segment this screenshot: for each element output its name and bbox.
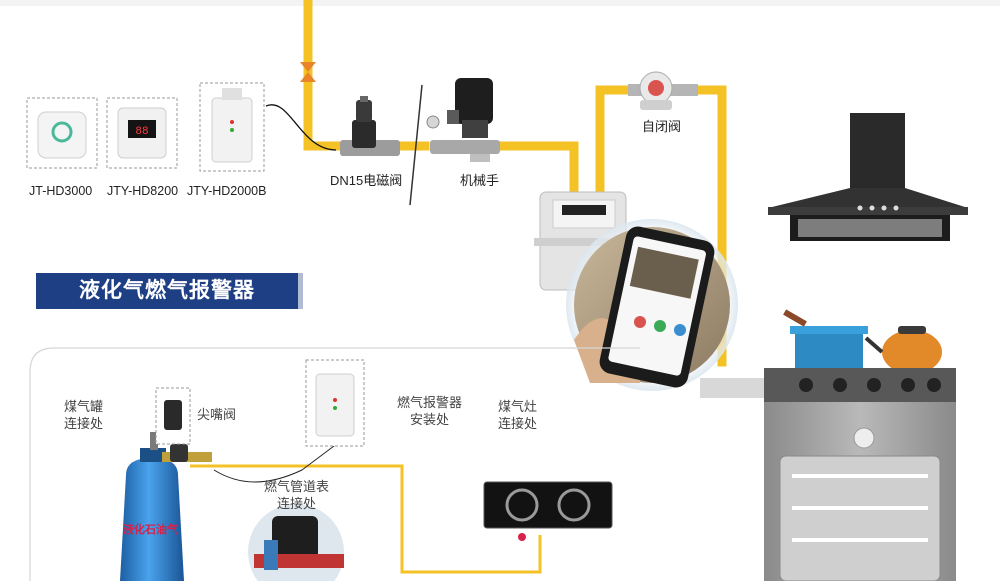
bottom-frame xyxy=(29,347,640,581)
label-pipe-meter: 燃气管道表 连接处 xyxy=(264,478,329,512)
cylinder-label: 液化石油气 xyxy=(123,522,178,536)
solenoid-valve-icon xyxy=(340,96,400,156)
mobile-app-illustration xyxy=(566,219,738,391)
label-alarm-install: 燃气报警器 安装处 xyxy=(397,394,462,428)
detector-jty-hd2000b xyxy=(199,82,265,172)
label-tank-connection-line1: 煤气罐 xyxy=(64,399,104,414)
label-auto-close-valve: 自闭阀 xyxy=(642,119,682,134)
device-label-jt-hd3000: JT-HD3000 xyxy=(29,184,93,198)
device-label-jty-hd8200: JTY-HD8200 xyxy=(107,184,179,198)
valve-closeup-icon xyxy=(248,504,344,581)
detector-jty-hd8200 xyxy=(106,97,178,169)
label-manipulator: 机械手 xyxy=(460,173,500,188)
label-solenoid-valve: DN15电磁阀 xyxy=(330,173,403,188)
label-tank-connection: 煤气罐 连接处 xyxy=(64,398,103,432)
top-strip xyxy=(0,0,1000,6)
detector-display: 88 xyxy=(135,126,148,138)
inline-valve-icon xyxy=(300,62,316,72)
auto-close-valve-icon xyxy=(628,71,698,110)
signal-wire xyxy=(265,104,337,151)
gas-pipeline-bottom xyxy=(190,439,542,574)
label-stove-connection-line1: 煤气灶 xyxy=(498,399,538,414)
banner-accent xyxy=(298,273,303,309)
alarm-device-icon xyxy=(305,359,365,447)
manipulator-icon xyxy=(426,78,500,162)
label-pipe-meter-line1: 燃气管道表 xyxy=(264,479,330,494)
cooking-pot-icon xyxy=(783,309,868,370)
range-hood-icon xyxy=(768,113,968,241)
detector-jt-hd3000 xyxy=(26,97,98,169)
gas-stove-oven-icon xyxy=(700,368,956,581)
nozzle-valve-icon xyxy=(155,387,191,445)
section-title-banner: 液化气燃气报警器 xyxy=(36,273,298,309)
gas-cylinder-icon xyxy=(120,432,212,581)
label-tank-connection-line2: 连接处 xyxy=(64,416,104,431)
cooktop-icon xyxy=(483,481,613,541)
label-stove-connection-line2: 连接处 xyxy=(498,416,538,431)
device-label-jty-hd2000b: JTY-HD2000B xyxy=(187,184,267,198)
label-nozzle-valve-text: 尖嘴阀 xyxy=(197,407,237,422)
label-alarm-install-line2: 安装处 xyxy=(410,412,450,427)
kettle-icon xyxy=(864,326,942,374)
label-stove-connection: 煤气灶 连接处 xyxy=(498,398,537,432)
label-alarm-install-line1: 燃气报警器 xyxy=(397,395,463,410)
label-pipe-meter-line2: 连接处 xyxy=(277,496,317,511)
separator-line xyxy=(409,84,423,206)
label-nozzle-valve: 尖嘴阀 xyxy=(197,406,236,423)
